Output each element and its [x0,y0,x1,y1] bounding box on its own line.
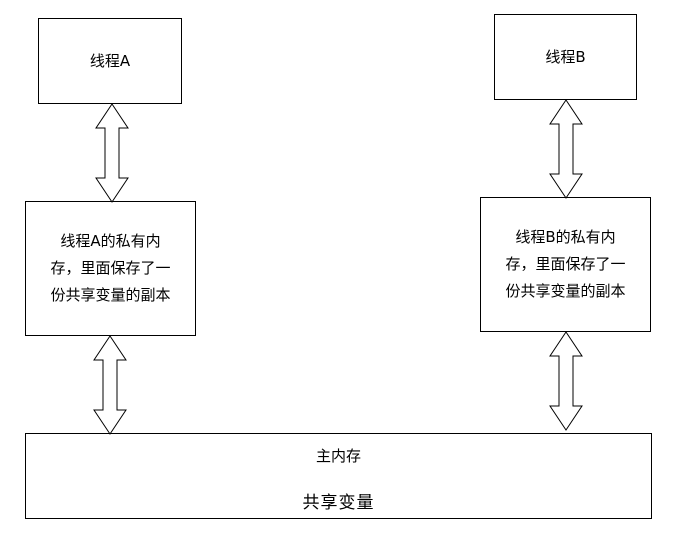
thread-a-box: 线程A [38,18,182,104]
thread-a-private-memory-text: 线程A的私有内 存，里面保存了一 份共享变量的副本 [50,228,170,309]
main-memory-box: 主内存 共享变量 [25,433,652,519]
thread-b-private-line-1: 线程B的私有内 [515,228,616,246]
thread-b-private-line-3: 份共享变量的副本 [505,282,626,300]
thread-a-private-line-2: 存，里面保存了一 [50,259,171,277]
thread-a-private-memory-box: 线程A的私有内 存，里面保存了一 份共享变量的副本 [25,201,196,336]
shared-variable-label: 共享变量 [302,493,375,513]
thread-a-private-line-1: 线程A的私有内 [60,232,161,250]
double-arrow-icon-thread-b-to-private [549,99,583,199]
thread-b-label: 线程B [545,47,586,66]
thread-b-private-line-2: 存，里面保存了一 [505,255,626,273]
thread-a-private-line-3: 份共享变量的副本 [50,286,171,304]
double-arrow-icon-private-b-to-main [549,331,583,431]
double-arrow-icon-thread-a-to-private [95,103,129,203]
main-memory-title: 主内存 [315,447,361,465]
thread-b-box: 线程B [494,14,637,100]
thread-b-private-memory-box: 线程B的私有内 存，里面保存了一 份共享变量的副本 [480,197,651,332]
thread-b-private-memory-text: 线程B的私有内 存，里面保存了一 份共享变量的副本 [505,224,625,305]
double-arrow-icon-private-a-to-main [93,335,127,435]
thread-a-label: 线程A [89,51,131,70]
